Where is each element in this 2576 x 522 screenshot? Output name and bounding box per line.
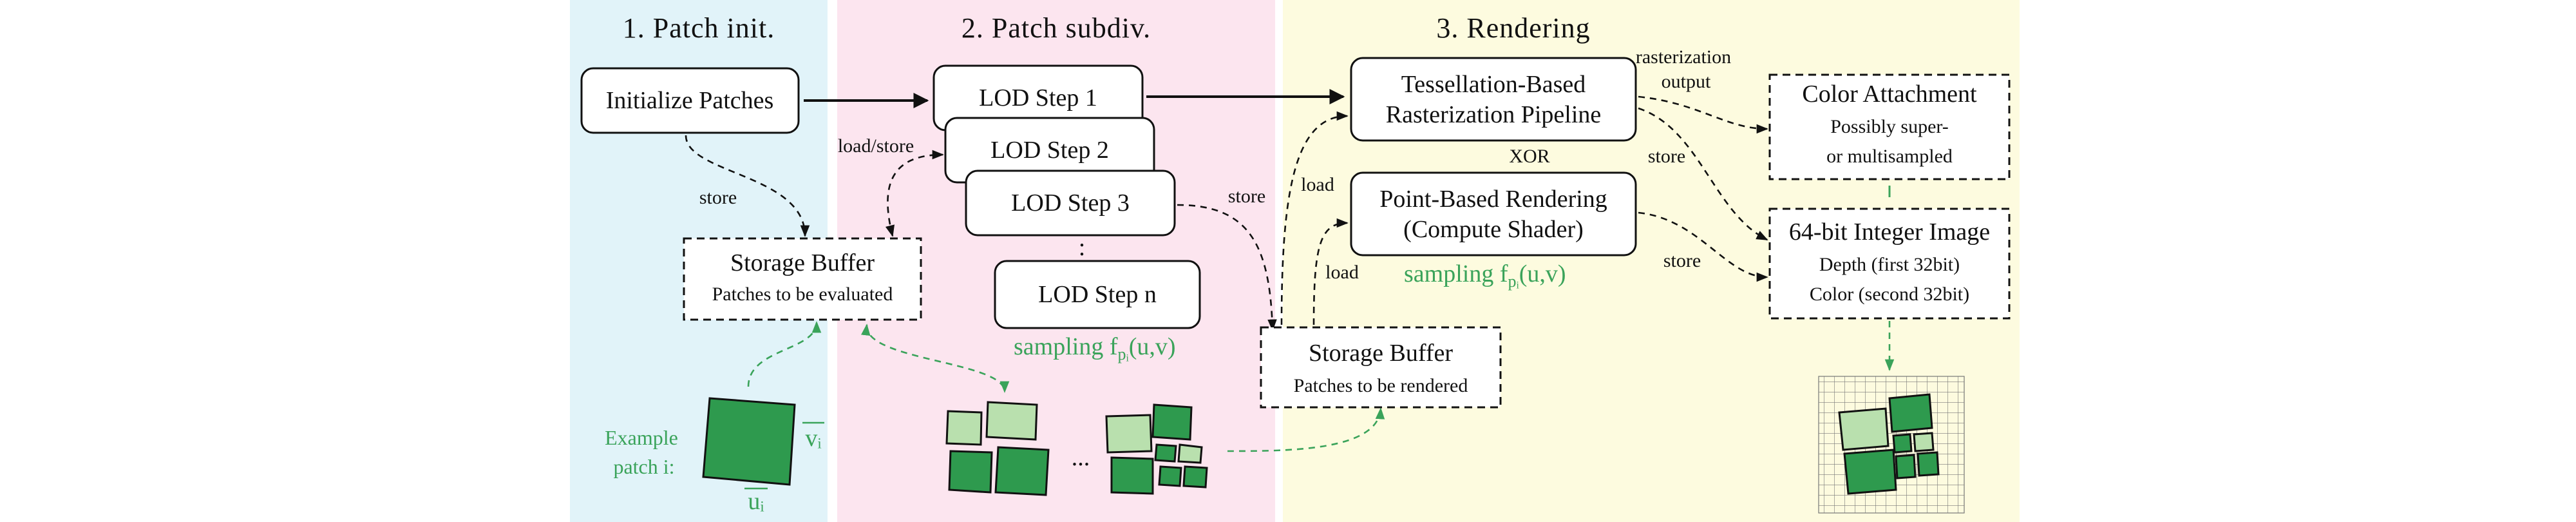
xor-label: XOR	[1509, 146, 1549, 167]
label-load-point: load	[1325, 262, 1359, 283]
int-image-box	[1768, 208, 2011, 320]
storage-buffer-eval-box	[683, 237, 922, 321]
lodn-box	[994, 260, 1201, 329]
result-grid	[1818, 376, 1965, 514]
arrow-point-to-int	[1638, 211, 1768, 282]
arrow-init-to-storage	[685, 135, 810, 237]
arrow-load-point	[1312, 218, 1349, 325]
point-line2: (Compute Shader)	[1403, 216, 1584, 243]
color-attachment-title: Color Attachment	[1802, 81, 1977, 108]
section-subdiv-title: 2. Patch subdiv.	[961, 12, 1151, 44]
section-rendering-title: 3. Rendering	[1436, 12, 1590, 44]
lodn-label: LOD Step n	[1038, 281, 1157, 308]
color-attachment-box	[1768, 73, 2011, 180]
color-attachment-sub2: or multisampled	[1826, 146, 1953, 167]
lod2-label: LOD Step 2	[990, 137, 1109, 164]
int-image-sub2: Color (second 32bit)	[1810, 284, 1969, 305]
label-raster-output-1: rasterization	[1636, 46, 1731, 68]
tess-box	[1350, 57, 1637, 142]
label-store-tess: store	[1648, 146, 1685, 167]
storage-buffer-eval-title: Storage Buffer	[730, 249, 875, 276]
tess-line2: Rasterization Pipeline	[1386, 101, 1602, 128]
lod3-label: LOD Step 3	[1011, 189, 1130, 217]
section-init-title: 1. Patch init.	[623, 12, 775, 44]
arrow-subdiv-to-storage-render	[1227, 407, 1385, 452]
label-store-lod3: store	[1228, 186, 1265, 207]
init-patches-box	[580, 67, 800, 134]
arrow-load-tess	[1280, 111, 1349, 325]
label-load-tess: load	[1301, 174, 1334, 195]
init-patches-label: Initialize Patches	[606, 87, 774, 114]
storage-buffer-render-box	[1260, 326, 1502, 409]
color-attachment-sub1: Possibly super-	[1830, 116, 1949, 137]
storage-buffer-eval-sub: Patches to be evaluated	[712, 284, 893, 305]
int-image-sub1: Depth (first 32bit)	[1819, 254, 1960, 275]
storage-buffer-render-sub: Patches to be rendered	[1294, 375, 1468, 396]
v-label: vᵢ	[805, 425, 821, 452]
point-box	[1350, 171, 1637, 256]
label-load-store: load/store	[838, 135, 914, 157]
arrow-tess-to-color	[1638, 95, 1768, 134]
subdiv-patches-2	[1105, 403, 1208, 495]
arrow-load-store	[885, 150, 944, 237]
arrow-tess-to-int	[1638, 107, 1768, 241]
label-store-point: store	[1663, 250, 1701, 271]
point-line1: Point-Based Rendering	[1379, 186, 1607, 213]
ellipsis-label: ...	[1072, 444, 1090, 471]
label-raster-output-2: output	[1662, 71, 1711, 92]
int-image-title: 64-bit Integer Image	[1789, 218, 1990, 246]
example-label-1: Example	[605, 426, 678, 449]
example-patch	[702, 397, 796, 486]
lod3-box	[965, 169, 1176, 237]
result-patches	[1838, 393, 1940, 495]
arrow-example-to-storage	[747, 321, 822, 387]
arrow-storage-eval-to-subdiv	[861, 324, 1010, 393]
arrow-lod3-to-storage-render	[1177, 204, 1277, 331]
lod-dots: :	[1079, 234, 1086, 261]
subdiv-patches-1	[945, 401, 1050, 496]
sampling-label-point: sampling fpᵢ(u,v)	[1404, 260, 1566, 291]
lod1-label: LOD Step 1	[979, 84, 1097, 111]
tess-line1: Tessellation-Based	[1401, 71, 1586, 98]
label-store-init: store	[699, 187, 737, 208]
sampling-label-lod: sampling fpᵢ(u,v)	[1014, 333, 1176, 363]
storage-buffer-render-title: Storage Buffer	[1309, 340, 1453, 367]
u-label: uᵢ	[748, 488, 764, 515]
example-label-2: patch i:	[613, 455, 674, 478]
